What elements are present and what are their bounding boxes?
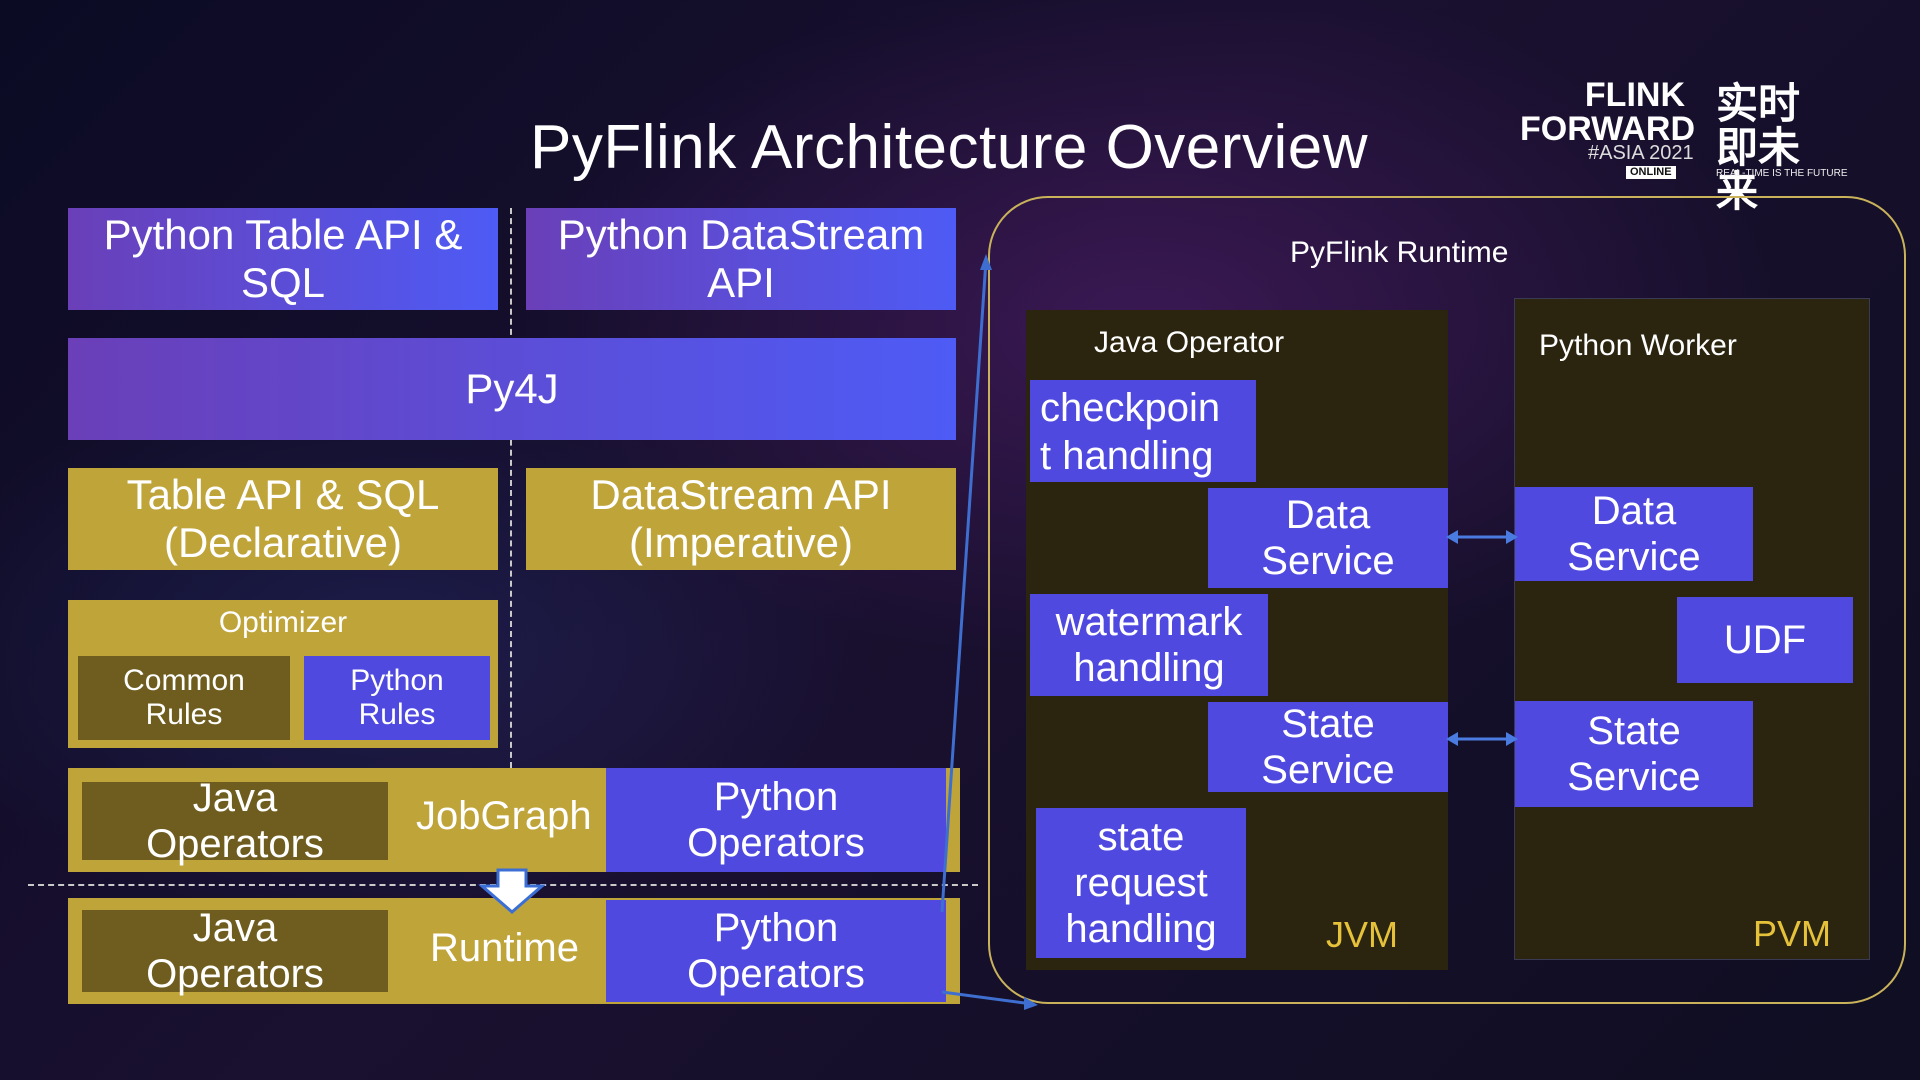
jobgraph-python-operators-box: Python Operators bbox=[606, 768, 946, 872]
flink-forward-logo: FLINK FORWARD bbox=[1520, 76, 1696, 148]
jobgraph-java-operators-label: Java Operators bbox=[146, 776, 324, 866]
udf-label: UDF bbox=[1723, 618, 1807, 662]
watermark-handling-label: watermark handling bbox=[1055, 600, 1243, 690]
jobgraph-java-operators-box: Java Operators bbox=[82, 776, 388, 866]
pyflink-runtime-frame bbox=[988, 196, 1906, 1004]
jvm-data-service-box: Data Service bbox=[1208, 488, 1448, 588]
logo-line1: FLINK bbox=[1584, 76, 1685, 114]
checkpoint-handling-label: checkpoin t handling bbox=[1040, 386, 1221, 478]
state-request-handling-box: state request handling bbox=[1036, 808, 1246, 958]
runtime-python-operators-box: Python Operators bbox=[606, 900, 946, 1002]
java-operator-panel: Java Operator checkpoin t handling Data … bbox=[1026, 310, 1448, 970]
python-worker-title: Python Worker bbox=[1539, 329, 1737, 362]
api-divider-line bbox=[510, 208, 512, 768]
jobgraph-row: Java Operators JobGraph Python Operators bbox=[68, 768, 960, 872]
pvm-state-service-box: State Service bbox=[1515, 701, 1753, 807]
jobgraph-python-operators-label: Python Operators bbox=[687, 775, 865, 865]
runtime-label: Runtime bbox=[430, 926, 579, 970]
python-rules-box: Python Rules bbox=[304, 656, 490, 740]
runtime-java-operators-box: Java Operators bbox=[82, 906, 388, 996]
datastream-api-label: DataStream API bbox=[590, 470, 892, 518]
pvm-state-service-label: State Service bbox=[1567, 709, 1701, 799]
checkpoint-handling-box: checkpoin t handling bbox=[1030, 380, 1256, 482]
logo-chinese-slogan: 实时 即未来 bbox=[1716, 82, 1836, 214]
python-datastream-api-box: Python DataStream API bbox=[526, 208, 956, 310]
logo-tagline: REAL-TIME IS THE FUTURE bbox=[1716, 168, 1848, 179]
py4j-box: Py4J bbox=[68, 338, 956, 440]
python-datastream-api-label: Python DataStream API bbox=[557, 210, 925, 306]
python-table-api-label: Python Table API & SQL bbox=[103, 210, 463, 306]
jvm-label: JVM bbox=[1326, 914, 1398, 955]
zoom-connector-lines bbox=[940, 254, 1038, 1010]
data-service-bidirectional-arrow-icon bbox=[1446, 530, 1518, 544]
logo-edition: #ASIA 2021 bbox=[1588, 142, 1694, 164]
logo-line2: FORWARD bbox=[1520, 110, 1696, 148]
runtime-python-operators-label: Python Operators bbox=[687, 906, 865, 996]
runtime-java-operators-label: Java Operators bbox=[146, 906, 324, 996]
jvm-state-service-box: State Service bbox=[1208, 702, 1448, 792]
logo-cn-line1: 实时 bbox=[1716, 80, 1801, 127]
logo-online-badge: ONLINE bbox=[1626, 166, 1676, 179]
page-title: PyFlink Architecture Overview bbox=[530, 113, 1368, 182]
pvm-data-service-box: Data Service bbox=[1515, 487, 1753, 581]
watermark-handling-box: watermark handling bbox=[1030, 594, 1268, 696]
python-table-api-box: Python Table API & SQL bbox=[68, 208, 498, 310]
state-request-handling-label: state request handling bbox=[1065, 815, 1217, 951]
pyflink-runtime-title: PyFlink Runtime bbox=[1290, 236, 1509, 269]
table-api-sql-label: Table API & SQL bbox=[126, 470, 440, 518]
compile-down-arrow-icon bbox=[478, 868, 546, 914]
optimizer-box: Optimizer Common Rules Python Rules bbox=[68, 600, 498, 748]
optimizer-label: Optimizer bbox=[218, 606, 348, 639]
py4j-label: Py4J bbox=[465, 364, 559, 412]
udf-box: UDF bbox=[1677, 597, 1853, 683]
jobgraph-label: JobGraph bbox=[416, 794, 592, 838]
java-operator-title: Java Operator bbox=[1094, 326, 1285, 359]
python-worker-panel: Python Worker Data Service UDF State Ser… bbox=[1514, 298, 1870, 960]
pvm-data-service-label: Data Service bbox=[1567, 489, 1701, 579]
datastream-api-box: DataStream API (Imperative) bbox=[526, 468, 956, 570]
imperative-label: (Imperative) bbox=[628, 519, 854, 566]
jvm-state-service-label: State Service bbox=[1261, 702, 1395, 792]
pvm-label: PVM bbox=[1753, 913, 1832, 954]
runtime-row: Java Operators Runtime Python Operators bbox=[68, 898, 960, 1004]
table-api-sql-box: Table API & SQL (Declarative) bbox=[68, 468, 498, 570]
declarative-label: (Declarative) bbox=[163, 519, 403, 566]
jvm-data-service-label: Data Service bbox=[1261, 493, 1395, 583]
common-rules-label: Common Rules bbox=[123, 663, 245, 732]
python-rules-label: Python Rules bbox=[350, 663, 444, 732]
logo-cn-line2: 即未来 bbox=[1716, 124, 1801, 215]
common-rules-box: Common Rules bbox=[78, 656, 290, 740]
state-service-bidirectional-arrow-icon bbox=[1446, 732, 1518, 746]
